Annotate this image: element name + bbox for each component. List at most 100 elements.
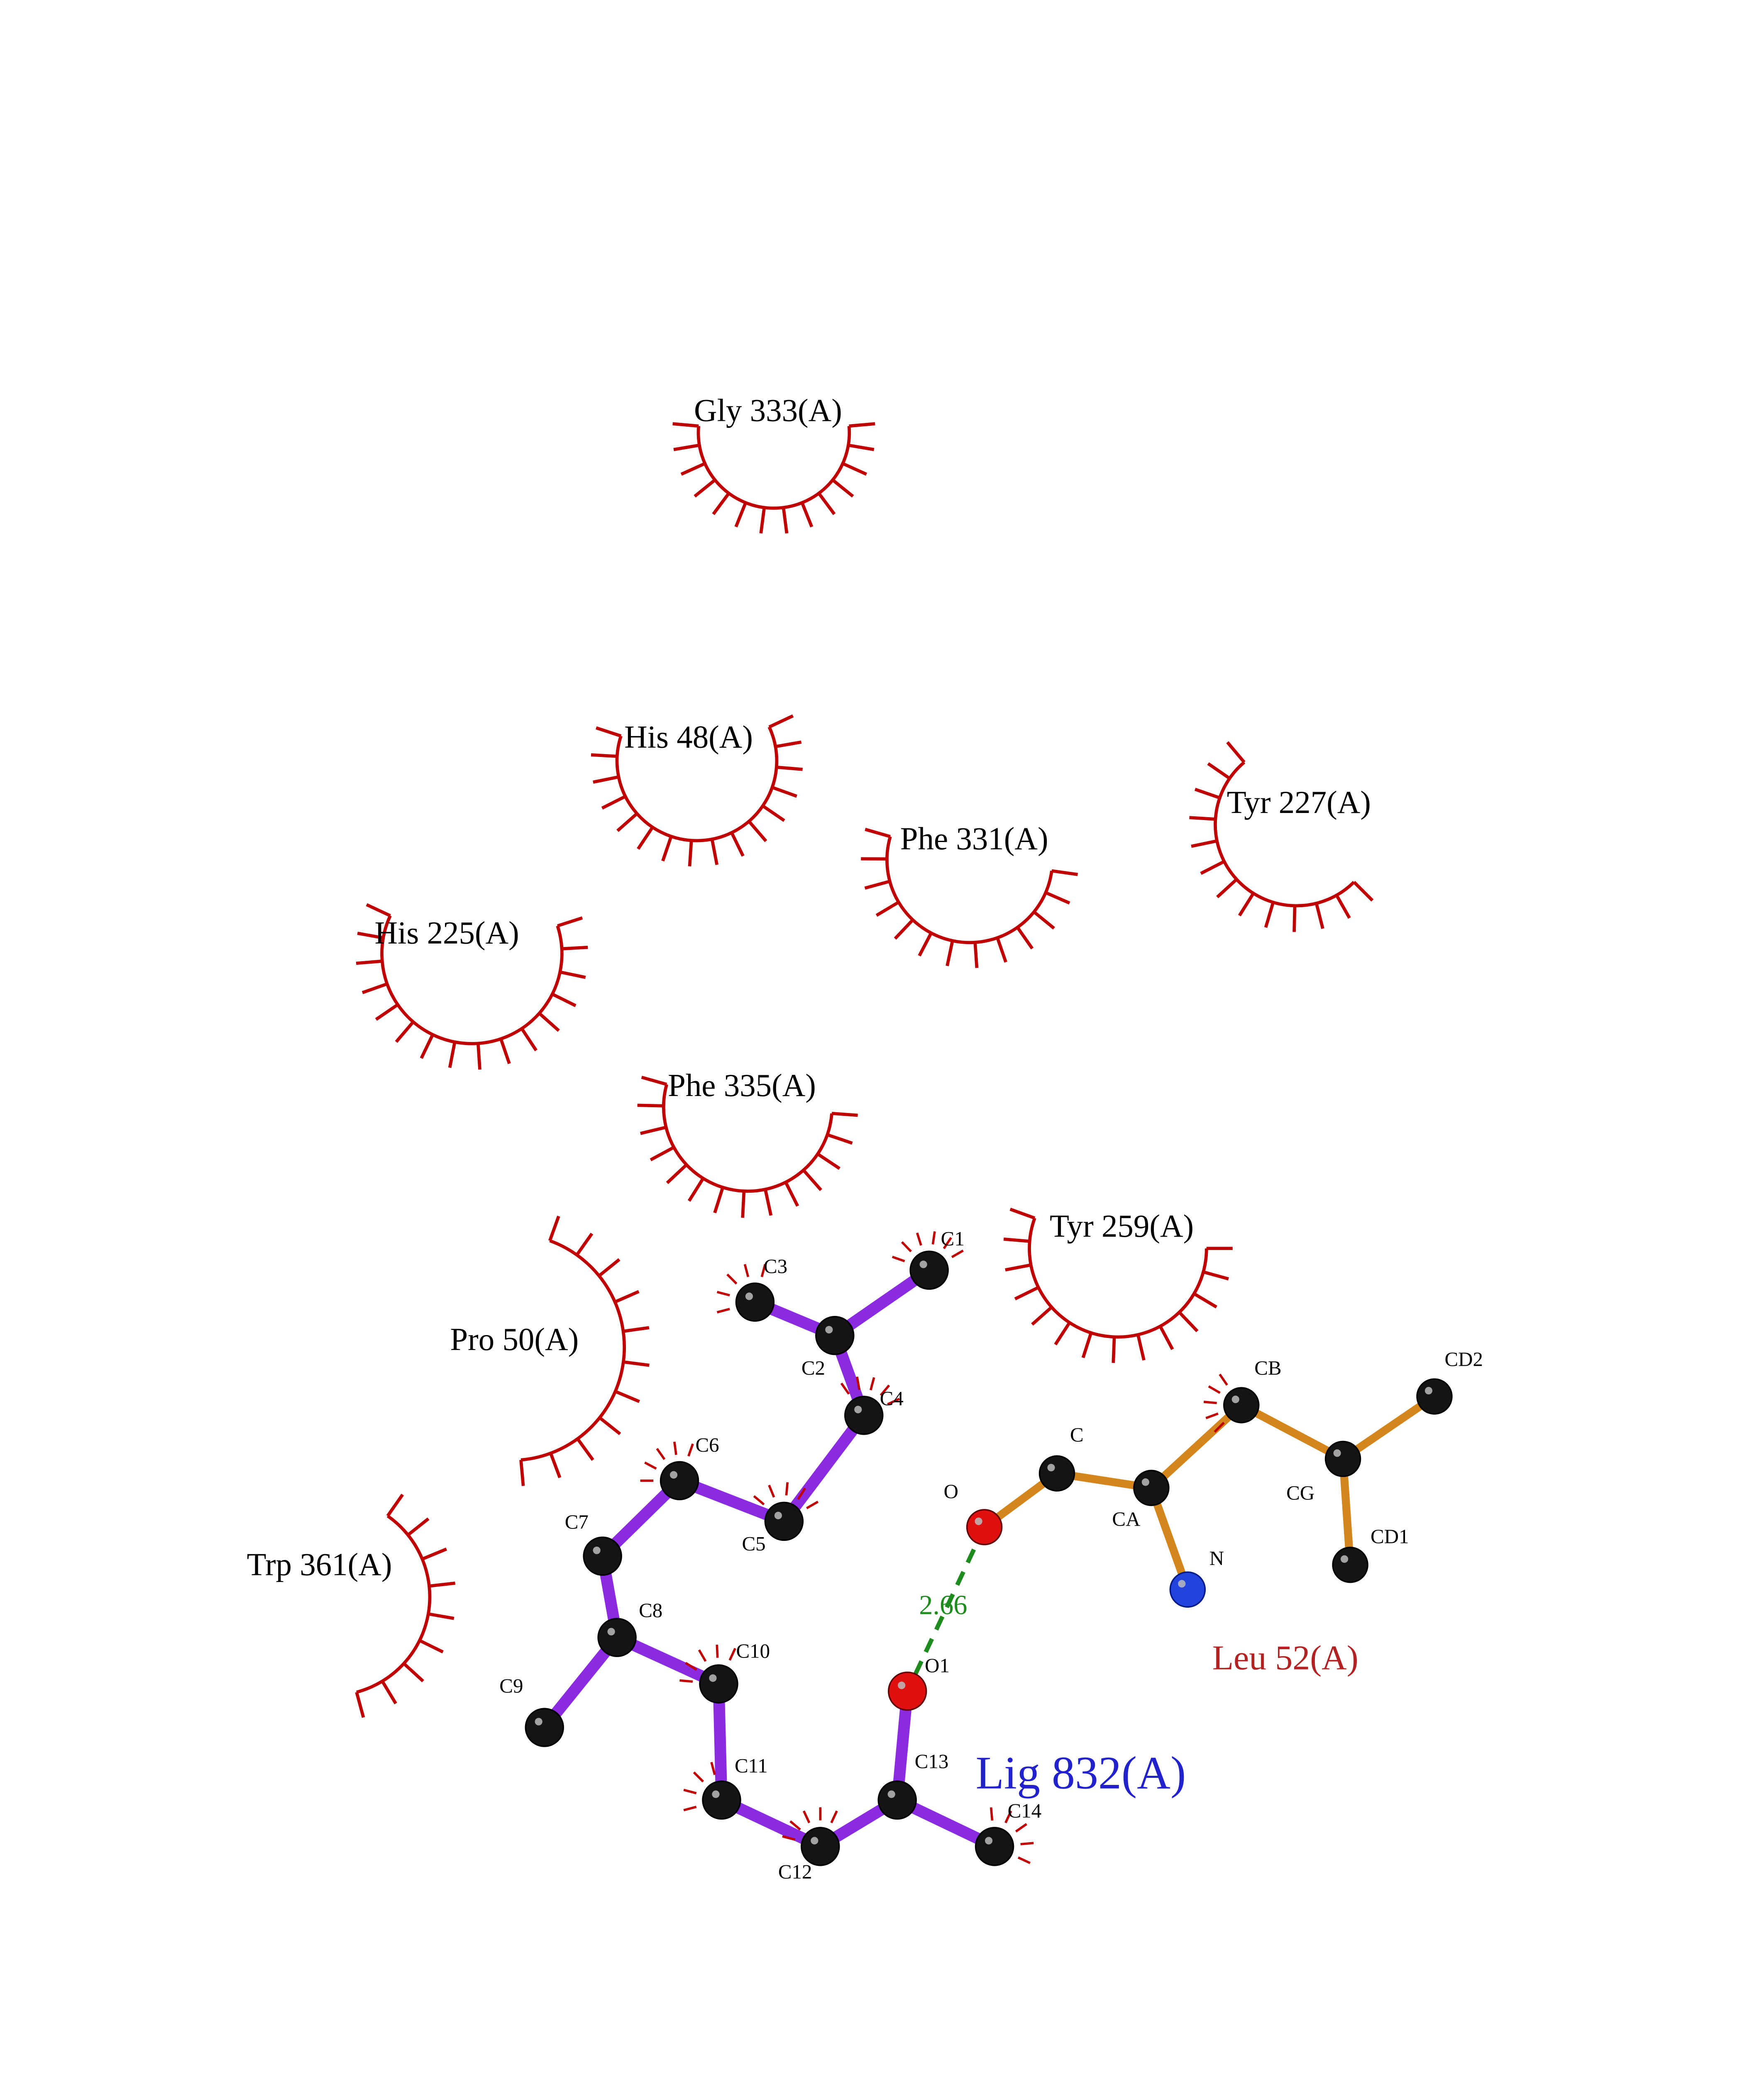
- hydrophobic-residue-label: Tyr 227(A): [1227, 784, 1371, 820]
- contact-arc-spike: [1005, 1263, 1031, 1272]
- contact-arc-spike: [918, 932, 933, 957]
- contact-arc-spike: [557, 916, 583, 928]
- atom-C7: [583, 1536, 622, 1576]
- atom-contact-spike: [830, 1810, 838, 1824]
- contact-arc-spike: [1112, 1337, 1116, 1363]
- atom-contact-spike: [1208, 1385, 1221, 1394]
- hydrophobic-residue-label: Gly 333(A): [694, 392, 842, 428]
- atom-contact-spike: [990, 1807, 994, 1821]
- contact-arc-spike: [419, 1639, 444, 1654]
- contact-arc-spike: [355, 1692, 365, 1718]
- contact-arc-spike: [817, 1152, 840, 1170]
- atom-circle: [1133, 1470, 1170, 1506]
- atom-contact-spike: [683, 1789, 697, 1794]
- atom-highlight: [669, 1471, 678, 1479]
- atom-highlight: [811, 1837, 818, 1845]
- contact-arc-spike: [381, 1680, 397, 1704]
- atom-C11: [702, 1780, 741, 1820]
- atom-contact-spike: [685, 1662, 697, 1671]
- atom-contact-spike: [710, 1762, 716, 1775]
- atom-contact-spike: [1203, 1401, 1217, 1404]
- atom-CG: [1324, 1440, 1361, 1477]
- atom-highlight: [985, 1837, 993, 1845]
- contact-arc-spike: [538, 1012, 560, 1032]
- contact-arc-spike: [1194, 788, 1220, 800]
- contact-arc-spike: [650, 1146, 674, 1162]
- contact-arc-spike: [386, 1494, 404, 1517]
- hydrophobic-residue-contact: His 48(A): [591, 714, 803, 867]
- contact-arc-spike: [1158, 1325, 1174, 1350]
- atom-contact-spike: [870, 1377, 875, 1391]
- contact-arc-spike: [748, 820, 767, 842]
- atom-highlight: [825, 1326, 833, 1334]
- atom-C5: [764, 1501, 804, 1541]
- hydrophobic-residue-contact: Tyr 259(A): [1003, 1208, 1233, 1363]
- contact-arc-spike: [713, 1187, 724, 1213]
- atom-contact-spike: [687, 1443, 694, 1457]
- contact-arc-spike: [421, 1548, 447, 1561]
- contact-arc-spike: [865, 828, 891, 838]
- atom-circle: [1416, 1378, 1453, 1415]
- atom-contact-spike: [1017, 1856, 1031, 1864]
- contact-arc-spike: [614, 1290, 640, 1304]
- atom-contact-spike: [683, 1806, 697, 1811]
- atom-highlight: [1178, 1580, 1186, 1588]
- contact-arc-spike: [403, 1662, 424, 1682]
- atom-circle: [1324, 1440, 1361, 1477]
- atom-label-O: O: [944, 1480, 958, 1503]
- atom-C6: [660, 1461, 699, 1501]
- atom-contact-spike: [716, 1291, 730, 1296]
- contact-arc: [696, 426, 851, 510]
- residue-bond: [1339, 1392, 1439, 1463]
- residue-name-label: Leu 52(A): [1212, 1639, 1358, 1677]
- hbond-distance-label: 2.66: [919, 1590, 967, 1621]
- atom-highlight: [1333, 1449, 1341, 1457]
- contact-arc-spike: [802, 1169, 822, 1191]
- atom-contact-spike: [782, 1835, 796, 1841]
- contact-arc-spike: [356, 959, 382, 965]
- atom-label-C5: C5: [742, 1532, 765, 1555]
- contact-arc-spike: [357, 932, 384, 940]
- contact-arc-spike: [764, 1189, 773, 1216]
- hydrophobic-residue-contact: Gly 333(A): [672, 392, 875, 534]
- contact-arc-spike: [429, 1582, 456, 1588]
- contact-arc-spike: [673, 444, 700, 452]
- contact-arc: [662, 1084, 833, 1193]
- atom-circle: [909, 1250, 949, 1290]
- atom-label-C2: C2: [801, 1357, 825, 1379]
- contact-arc-spike: [420, 1034, 434, 1059]
- contact-arc-spike: [598, 1258, 621, 1277]
- atom-contact-spike: [728, 1648, 736, 1661]
- hydrophobic-residue-label: Trp 361(A): [247, 1546, 392, 1582]
- atom-circle: [702, 1780, 741, 1820]
- atom-O1: [887, 1671, 927, 1711]
- contact-arc-spike: [996, 937, 1008, 963]
- ligand-bond: [778, 1409, 870, 1527]
- hydrophobic-residue-contact: Trp 361(A): [247, 1494, 456, 1718]
- contact-arc-spike: [1207, 762, 1231, 780]
- atom-highlight: [774, 1511, 782, 1519]
- atom-C13: [877, 1780, 917, 1820]
- contact-arc-spike: [1045, 891, 1070, 905]
- contact-arc-spike: [519, 1460, 525, 1486]
- contact-arc-spike: [1189, 816, 1216, 821]
- contact-arc-spike: [817, 492, 836, 515]
- contact-arc: [356, 1514, 432, 1694]
- atom-circle: [735, 1282, 775, 1322]
- contact-arc-spike: [448, 1042, 457, 1068]
- contact-arc-spike: [1003, 1238, 1030, 1243]
- contact-arc-spike: [601, 795, 626, 810]
- contact-arc-spike: [1353, 881, 1374, 902]
- atom-circle: [844, 1396, 884, 1435]
- contact-arc-spike: [734, 502, 748, 527]
- contact-arc: [1214, 761, 1355, 908]
- atom-contact-fan: [990, 1807, 1034, 1864]
- atom-contact-spike: [943, 1237, 952, 1250]
- contact-arc-spike: [375, 1003, 399, 1021]
- atom-C14: [975, 1827, 1014, 1866]
- atom-label-C4: C4: [880, 1387, 904, 1410]
- atom-label-C10: C10: [736, 1640, 770, 1662]
- contact-arc-spike: [776, 765, 803, 771]
- contact-arc-spike: [395, 1021, 415, 1043]
- contact-arc-spike: [1226, 741, 1246, 764]
